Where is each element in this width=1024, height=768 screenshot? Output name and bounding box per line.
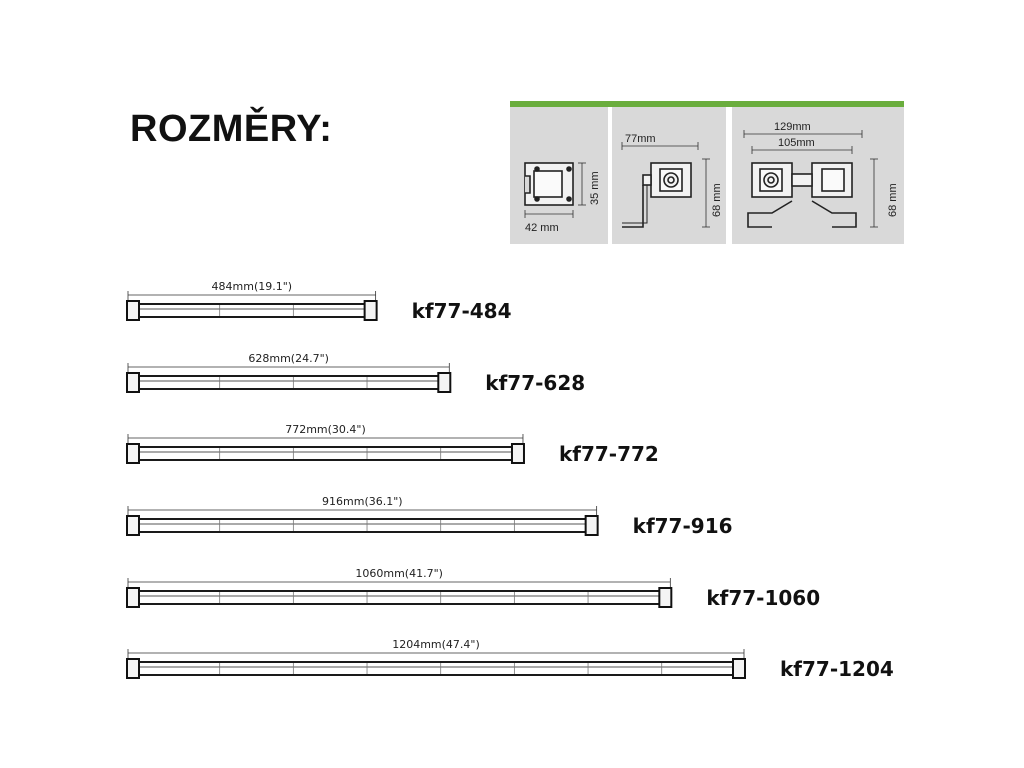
light-bar [127,375,451,390]
double-inner-width-label: 105mm [778,137,815,149]
light-bar [127,518,598,533]
bracket-height-label: 68 mm [711,183,723,217]
double-profile-drawing [747,162,857,228]
length-label: 628mm(24.7") [248,352,329,365]
green-top-band [510,101,904,107]
cross-section-panels: 42 mm 35 mm 77mm 68 mm 129mm 105mm 68 mm [510,101,904,244]
length-label: 1060mm(41.7") [355,567,443,580]
product-code: kf77-628 [485,371,585,395]
product-row: 484mm(19.1") kf77-484 [126,280,512,323]
end-cap-left [126,587,140,608]
product-code: kf77-916 [633,514,733,538]
bracket-profile-drawing [622,162,692,228]
light-bar [127,590,672,605]
single-profile-dims [524,162,586,218]
product-row: 1060mm(41.7") kf77-1060 [126,567,820,610]
single-width-label: 42 mm [525,222,559,234]
length-label: 1204mm(47.4") [392,638,480,651]
product-row: 772mm(30.4") kf77-772 [126,423,659,466]
double-outer-width-label: 129mm [774,121,811,133]
product-code: kf77-484 [412,299,512,323]
end-cap-left [126,443,140,464]
product-row: 916mm(36.1") kf77-916 [126,495,733,538]
end-cap-left [126,372,140,393]
length-label: 772mm(30.4") [285,423,366,436]
single-height-label: 35 mm [589,171,601,205]
end-cap-right [658,587,673,608]
end-cap-left [126,300,140,321]
bracket-width-label: 77mm [625,133,656,145]
double-height-label: 68 mm [887,183,899,217]
light-bar [127,303,377,318]
product-code: kf77-1204 [780,657,894,681]
end-cap-right [363,300,378,321]
length-label: 484mm(19.1") [212,280,293,293]
length-label: 916mm(36.1") [322,495,403,508]
light-bar [127,661,745,676]
page-title: ROZMĚRY: [130,108,333,150]
end-cap-right [732,658,746,679]
end-cap-left [126,658,140,679]
double-profile-dims [743,130,878,228]
single-profile-drawing [524,162,574,206]
end-cap-right [510,443,525,464]
product-code: kf77-772 [559,442,659,466]
end-cap-left [126,515,140,536]
product-row: 628mm(24.7") kf77-628 [126,352,585,395]
end-cap-right [437,372,452,393]
product-code: kf77-1060 [706,586,820,610]
light-bar [127,446,524,461]
bracket-profile-dims [621,142,710,228]
product-row: 1204mm(47.4") kf77-1204 [126,638,894,681]
end-cap-right [584,515,599,536]
